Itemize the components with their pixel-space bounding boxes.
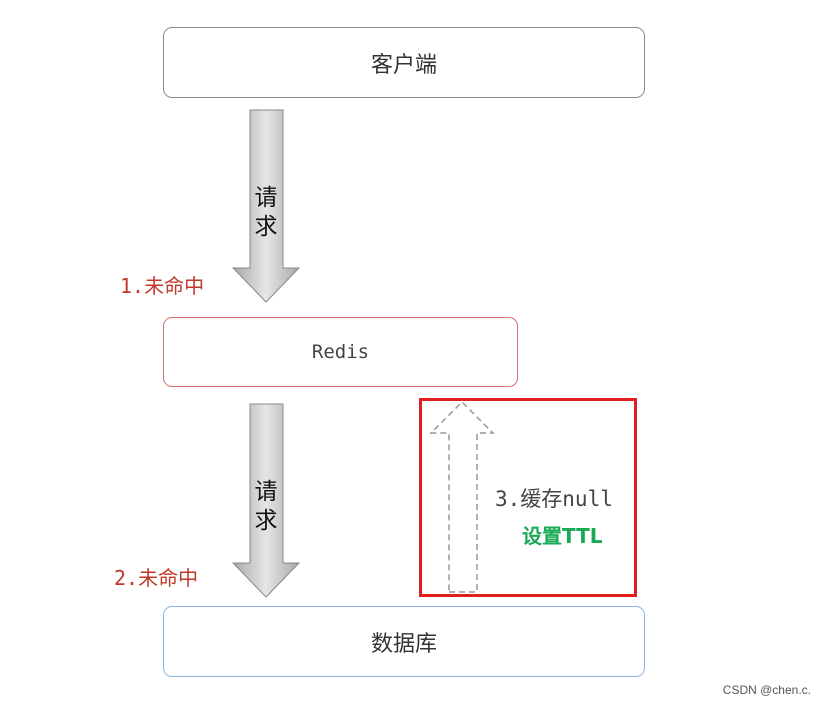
request-2-char-1: 请 bbox=[254, 479, 278, 505]
request-arrow-1 bbox=[231, 109, 301, 303]
redis-label: Redis bbox=[311, 341, 370, 363]
miss-1-label: 1.未命中 bbox=[120, 274, 205, 298]
request-arrow-2 bbox=[231, 403, 301, 598]
watermark: CSDN @chen.c. bbox=[722, 683, 811, 697]
cache-null-highlight-frame bbox=[419, 398, 637, 597]
request-2-char-2: 求 bbox=[254, 508, 278, 534]
miss-2-label: 2.未命中 bbox=[114, 566, 199, 590]
client-label: 客户端 bbox=[370, 52, 437, 78]
client-box: 客户端 bbox=[163, 27, 645, 98]
database-box: 数据库 bbox=[163, 606, 645, 677]
database-label: 数据库 bbox=[370, 631, 437, 657]
cache-null-arrow bbox=[429, 400, 495, 593]
cache-null-label: 3.缓存null bbox=[495, 487, 613, 511]
request-1-char-2: 求 bbox=[254, 214, 278, 240]
set-ttl-label: 设置TTL bbox=[522, 524, 603, 548]
request-1-char-1: 请 bbox=[254, 185, 278, 211]
redis-box: Redis bbox=[163, 317, 518, 387]
